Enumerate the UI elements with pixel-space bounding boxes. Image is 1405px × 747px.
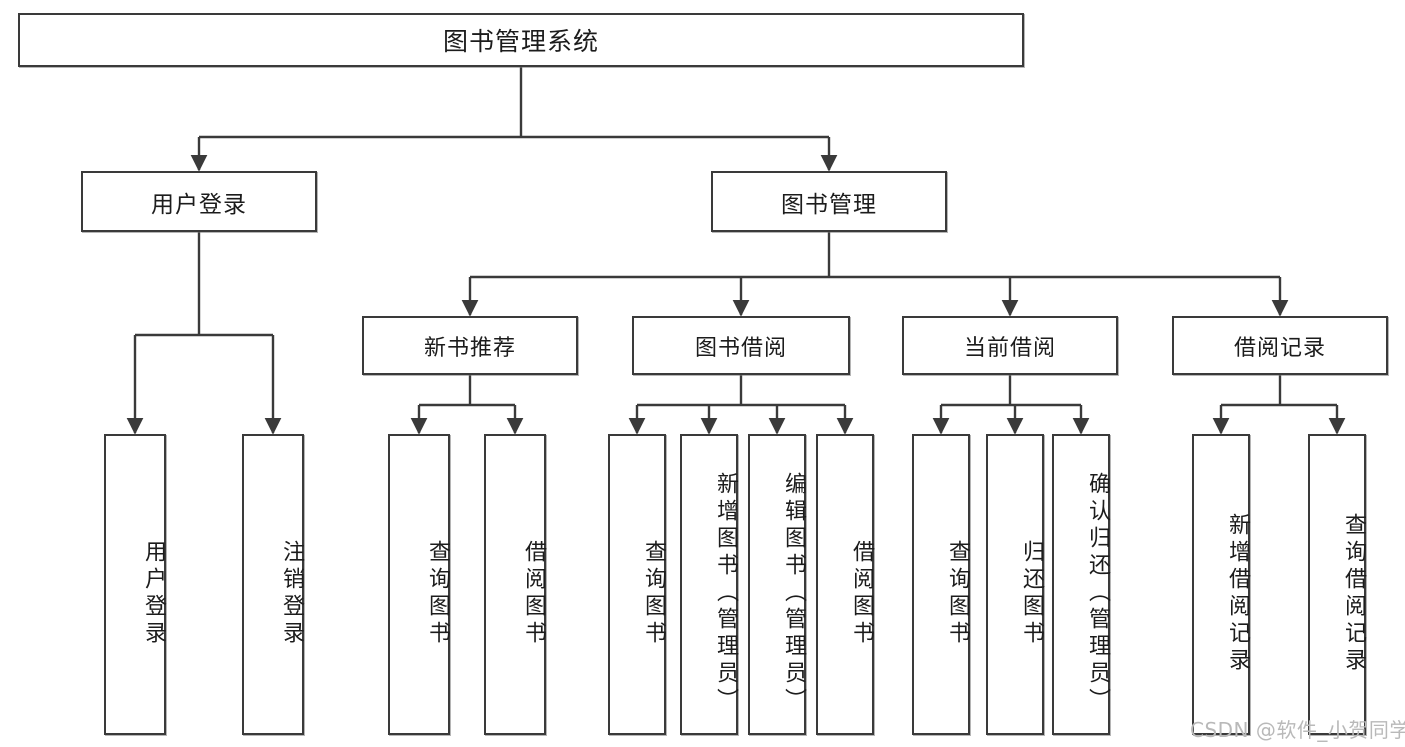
node-label-leaf-user-login: 用户登录 (141, 539, 166, 648)
node-label-root: 图书管理系统 (442, 27, 599, 56)
node-label-leaf-borrow-query-book: 查询图书 (641, 539, 666, 648)
node-root[interactable]: 图书管理系统 (18, 13, 1024, 67)
node-label-leaf-rec-query-record: 查询借阅记录 (1341, 512, 1366, 675)
node-leaf-borrow-query-book[interactable]: 查询图书 (608, 434, 666, 735)
node-label-leaf-borrow-add-book: 新增图书（管理员） (713, 472, 738, 715)
node-book-borrow[interactable]: 图书借阅 (632, 316, 850, 375)
node-label-book-borrow: 图书借阅 (694, 335, 787, 361)
node-label-leaf-user-logout: 注销登录 (279, 539, 304, 648)
connector-book-borrow (628, 375, 854, 435)
node-leaf-cur-confirm-return[interactable]: 确认归还（管理员） (1052, 434, 1110, 735)
node-label-leaf-rec-add-record: 新增借阅记录 (1225, 512, 1250, 675)
node-label-leaf-rec-borrow-book: 借阅图书 (521, 539, 546, 648)
node-leaf-borrow-add-book[interactable]: 新增图书（管理员） (680, 434, 738, 735)
node-leaf-borrow-borrow-book[interactable]: 借阅图书 (816, 434, 874, 735)
csdn-watermark: CSDN @软件_小贺同学 (1190, 718, 1405, 742)
node-book-manage[interactable]: 图书管理 (711, 171, 947, 232)
node-label-leaf-cur-query-book: 查询图书 (945, 539, 970, 648)
node-leaf-user-logout[interactable]: 注销登录 (242, 434, 304, 735)
node-borrow-record[interactable]: 借阅记录 (1172, 316, 1388, 375)
node-label-current-borrow: 当前借阅 (963, 335, 1056, 361)
node-label-leaf-rec-query-book: 查询图书 (425, 539, 450, 648)
node-label-borrow-record: 借阅记录 (1233, 335, 1326, 361)
connector-new-book-rec (410, 375, 524, 435)
connector-borrow-record (1212, 375, 1346, 435)
node-leaf-rec-borrow-book[interactable]: 借阅图书 (484, 434, 546, 735)
node-label-leaf-cur-return-book: 归还图书 (1019, 539, 1044, 648)
node-label-new-book-rec: 新书推荐 (423, 335, 516, 361)
node-leaf-borrow-edit-book[interactable]: 编辑图书（管理员） (748, 434, 806, 735)
connector-book-manage (461, 232, 1289, 317)
node-label-leaf-cur-confirm-return: 确认归还（管理员） (1085, 472, 1110, 715)
node-leaf-cur-return-book[interactable]: 归还图书 (986, 434, 1044, 735)
node-leaf-user-login[interactable]: 用户登录 (104, 434, 166, 735)
connector-group (126, 67, 1346, 435)
node-label-leaf-borrow-edit-book: 编辑图书（管理员） (781, 472, 806, 715)
node-new-book-rec[interactable]: 新书推荐 (362, 316, 578, 375)
connector-root (190, 67, 838, 172)
node-label-book-manage: 图书管理 (781, 191, 877, 218)
connector-user-login (126, 232, 282, 435)
node-leaf-rec-query-book[interactable]: 查询图书 (388, 434, 450, 735)
node-current-borrow[interactable]: 当前借阅 (902, 316, 1118, 375)
connector-current-borrow (932, 375, 1090, 435)
node-label-user-login: 用户登录 (151, 191, 247, 218)
node-leaf-rec-query-record[interactable]: 查询借阅记录 (1308, 434, 1366, 735)
node-label-leaf-borrow-borrow-book: 借阅图书 (849, 539, 874, 648)
node-user-login[interactable]: 用户登录 (81, 171, 317, 232)
node-leaf-cur-query-book[interactable]: 查询图书 (912, 434, 970, 735)
node-leaf-rec-add-record[interactable]: 新增借阅记录 (1192, 434, 1250, 735)
